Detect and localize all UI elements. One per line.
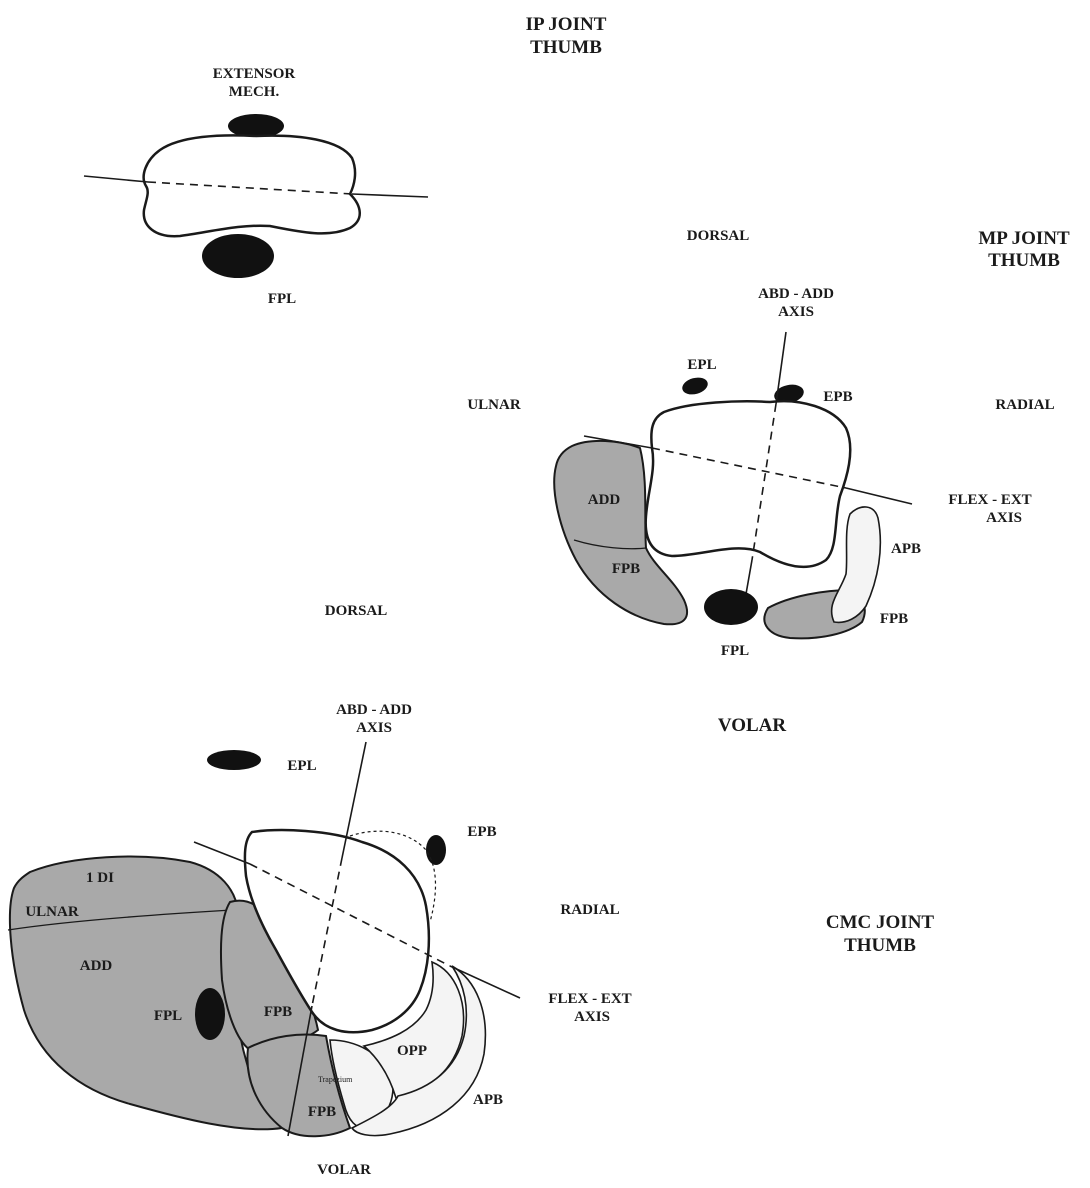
cmc-flex-ext-axis-left [193,841,251,865]
mp-flex-ext-axis-dashed [651,447,847,489]
cmc-abd-add-label-line1: ABD - ADD [336,702,412,718]
cmc-add-label: ADD [80,958,113,974]
ip-axis-dashed [147,181,353,195]
cmc-dotted-outline [349,830,437,923]
mp-add-label: ADD [588,492,621,508]
mp-add-fpb-muscle [553,439,689,626]
ip-axis-left [83,175,149,183]
cmc-metacarpal-base [243,828,431,1034]
cmc-fpl-tendon [195,988,225,1040]
cmc-opp-muscle [362,960,465,1099]
cmc-abd-add-label-line2: AXIS [356,720,392,736]
cmc-joint-diagram: DORSAL ABD - ADD AXIS CMC JOINT THUMB EP… [7,603,935,1178]
cmc-trapezium-label: Trapezium [318,1075,353,1084]
mp-fpb-radial-label: FPB [880,611,908,627]
mp-abd-add-axis-dashed [751,403,777,561]
cmc-flex-ext-axis-dashed [249,863,451,967]
cmc-fpb-lower-label: FPB [308,1104,336,1120]
cmc-radial-label: RADIAL [560,902,619,918]
ip-fpl-tendon [202,234,274,278]
ip-fpl-label: FPL [268,291,296,307]
mp-flex-ext-axis-right [845,487,913,505]
cmc-first-di-label: 1 DI [86,870,114,886]
cmc-abd-add-axis-bottom [287,1005,313,1137]
mp-flex-ext-label-line1: FLEX - EXT [948,492,1031,508]
cmc-epl-label: EPL [287,758,316,774]
mp-fpl-label: FPL [721,643,749,659]
mp-abd-add-axis-bottom [745,559,753,595]
mp-joint-title-line1: MP JOINT [978,228,1070,249]
mp-volar-label: VOLAR [718,715,787,736]
ip-axis-right [351,193,429,198]
cmc-fpb-lower-muscle [246,1033,352,1138]
cmc-abd-add-axis-top [341,741,367,859]
ip-extensor-label-line1: EXTENSOR [213,66,296,82]
cmc-epb-label: EPB [467,824,496,840]
cmc-epl-tendon [207,750,261,770]
cmc-ulnar-label: ULNAR [25,904,79,920]
cmc-joint-title-line2: THUMB [844,935,916,956]
cmc-joint-title-line1: CMC JOINT [826,912,935,933]
ip-extensor-label-line2: MECH. [229,84,280,100]
cmc-flex-ext-label-line2: AXIS [574,1009,610,1025]
mp-abd-add-label-line1: ABD - ADD [758,286,834,302]
ip-joint-diagram: IP JOINT THUMB EXTENSOR MECH. FPL [83,14,607,307]
cmc-flex-ext-label-line1: FLEX - EXT [548,991,631,1007]
cmc-first-di-divider [7,909,233,931]
mp-apb-muscle [830,506,882,624]
mp-fpb-ulnar-label: FPB [612,561,640,577]
mp-epb-tendon [774,384,804,404]
mp-flex-ext-axis-left [583,435,653,449]
mp-abd-add-label-line2: AXIS [778,304,814,320]
cmc-abd-add-axis-dashed [311,857,343,1007]
mp-abd-add-axis-top [775,331,787,405]
mp-ulnar-label: ULNAR [467,397,521,413]
cmc-apb-muscle [350,965,487,1137]
mp-radial-label: RADIAL [995,397,1054,413]
mp-epl-label: EPL [687,357,716,373]
cmc-epb-tendon [426,835,446,865]
cmc-apb-label: APB [473,1092,503,1108]
mp-fpl-tendon [704,589,758,625]
cmc-flex-ext-axis-right [449,965,521,999]
cmc-opp-label: OPP [397,1043,427,1059]
mp-joint-diagram: MP JOINT THUMB DORSAL ABD - ADD AXIS ULN… [467,228,1070,736]
ip-phalanx-section [142,134,361,238]
cmc-dorsal-label: DORSAL [325,603,388,619]
ip-joint-title-line1: IP JOINT [526,14,607,35]
ip-extensor-mechanism [228,114,284,138]
cmc-fpb-upper-label: FPB [264,1004,292,1020]
mp-apb-label: APB [891,541,921,557]
cmc-volar-label: VOLAR [317,1162,371,1178]
mp-epb-label: EPB [823,389,852,405]
mp-dorsal-label: DORSAL [687,228,750,244]
mp-flex-ext-label-line2: AXIS [986,510,1022,526]
ip-joint-title-line2: THUMB [530,37,602,58]
mp-joint-title-line2: THUMB [988,250,1060,271]
mp-epl-tendon [682,377,708,395]
cmc-fpl-label: FPL [154,1008,182,1024]
mp-metacarpal-head [644,399,852,569]
mp-add-fpb-divider [573,539,647,550]
